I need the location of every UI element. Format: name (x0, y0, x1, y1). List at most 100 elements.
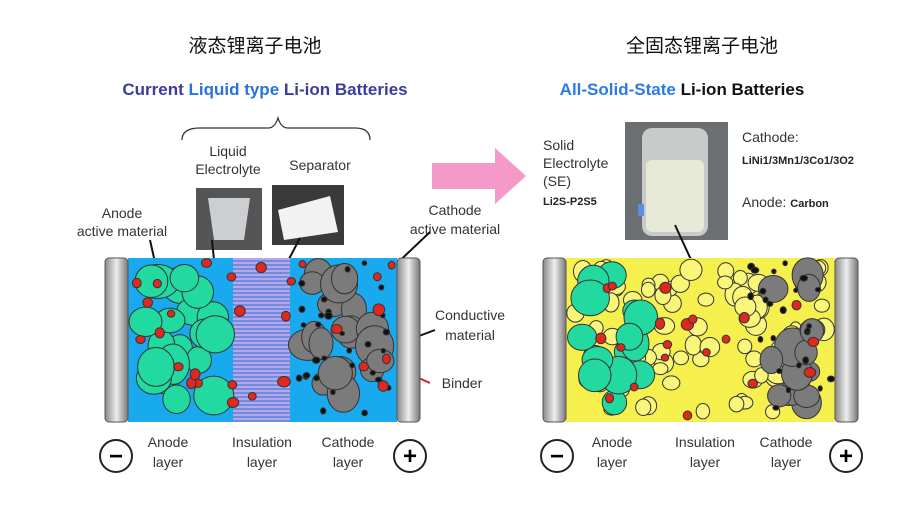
cathode-particle (757, 274, 789, 303)
binder-particle (330, 324, 343, 335)
binder-particle (247, 391, 257, 401)
anode-label-value: Carbon (790, 198, 829, 210)
minus-symbol: − (550, 443, 564, 470)
separator-label: Separator (289, 157, 351, 173)
solid-electrolyte-particle (662, 375, 681, 391)
conductive-particle (776, 368, 783, 374)
left-title-cn: 液态锂离子电池 (188, 35, 321, 57)
conductive-particle (779, 306, 787, 315)
binder-particle (604, 393, 615, 404)
liquid-label-2: Electrolyte (195, 161, 261, 177)
conductive-particle (796, 362, 802, 369)
right-layer-insulation-2: layer (690, 454, 721, 470)
binder-particle (607, 281, 617, 291)
cathode-formula: LiNi1/3Mn1/3Co1/3O2 (742, 155, 854, 167)
se-label-3: (SE) (543, 173, 571, 189)
conductive-particle (361, 409, 368, 417)
binder-particle (807, 336, 820, 347)
left-title-en: Current Liquid type Li-ion Batteries (122, 80, 407, 99)
right-layer-insulation-1: Insulation (675, 434, 735, 450)
plus-terminal-left: + (393, 439, 427, 473)
conductive-particle (317, 312, 325, 319)
solid-electrolyte-particle (695, 403, 711, 420)
cathode-particle (308, 327, 334, 361)
anode-label: Anode: Carbon (742, 194, 829, 210)
binder-particle (688, 314, 698, 325)
binder-particle (255, 261, 267, 274)
conductive-label-2: material (445, 327, 495, 343)
left-layer-insulation-2: layer (247, 454, 278, 470)
binder-particle (173, 362, 184, 372)
solid-electrolyte-photo (625, 122, 728, 240)
binder-particle (226, 397, 240, 409)
left-layer-cathode-2: layer (333, 454, 364, 470)
binder-particle (298, 260, 307, 269)
conductive-particle (382, 328, 391, 336)
conductive-particle (330, 389, 336, 396)
anode-current-collector (104, 257, 129, 423)
anode-particle (570, 279, 610, 317)
liquid-electrolyte-photo (196, 188, 262, 250)
anode-particle (162, 384, 191, 414)
cathode-current-collector-solid (834, 257, 859, 423)
anode-label-key: Anode: (742, 194, 786, 210)
binder-particle (358, 361, 369, 372)
solid-electrolyte-particle (684, 334, 702, 356)
separator-photo (272, 185, 344, 245)
conductive-particle (324, 311, 333, 320)
conductive-particle (311, 356, 321, 364)
cathode-particle (317, 355, 353, 391)
liquid-label-1: Liquid (209, 143, 246, 159)
conductive-particle (369, 370, 376, 376)
conductive-particle (793, 287, 799, 293)
solid-electrolyte-particle (679, 258, 703, 281)
solid-battery (542, 257, 859, 423)
left-title-part1: Current (122, 80, 188, 99)
minus-terminal-right: − (540, 439, 574, 473)
conductive-particle (364, 341, 372, 348)
conductive-particle (747, 292, 754, 301)
binder-particle (226, 272, 237, 282)
solid-electrolyte-particle (640, 281, 656, 298)
se-label-1: Solid (543, 137, 574, 153)
conductive-particle (320, 296, 328, 303)
solid-electrolyte-particle (728, 395, 745, 413)
binder-particle (739, 311, 750, 324)
left-layer-cathode-1: Cathode (322, 434, 375, 450)
solid-electrolyte-particle (813, 298, 830, 313)
right-title-en: All-Solid-State Li-ion Batteries (560, 80, 805, 99)
binder-particle (387, 260, 396, 270)
binder-particle (662, 340, 673, 350)
anode-particle (193, 375, 235, 416)
conductive-particle (295, 374, 303, 382)
right-title-part1: All-Solid-State (560, 80, 676, 99)
conductive-label-1: Conductive (435, 307, 505, 323)
left-layer-anode-1: Anode (148, 434, 189, 450)
binder-particle (152, 278, 162, 289)
cathode-current-collector (396, 257, 421, 423)
binder-particle (721, 334, 731, 344)
anode-particle (137, 346, 175, 387)
conductive-particle (344, 266, 351, 273)
minus-terminal-left: − (99, 439, 133, 473)
left-layer-insulation-1: Insulation (232, 434, 292, 450)
binder-particle (227, 380, 238, 390)
binder-particle (189, 368, 201, 381)
conductive-particle (750, 266, 760, 274)
plus-symbol: + (403, 443, 417, 470)
transition-arrow (432, 148, 526, 204)
binder-particle (654, 317, 666, 330)
binder-particle (372, 272, 382, 282)
se-label-2: Electrolyte (543, 155, 609, 171)
conductive-particle (782, 260, 788, 267)
anode-active-label-2: active material (77, 223, 167, 239)
binder-particle (142, 297, 153, 308)
cathode-active-label-1: Cathode (429, 202, 482, 218)
solid-electrolyte-particle (652, 362, 669, 376)
conductive-particle (378, 284, 385, 291)
cathode-active-label-2: active material (410, 221, 500, 237)
cathode-label: Cathode: (742, 129, 799, 145)
binder-particle (372, 303, 386, 317)
binder-particle (166, 309, 176, 318)
conductive-particle (320, 407, 327, 415)
